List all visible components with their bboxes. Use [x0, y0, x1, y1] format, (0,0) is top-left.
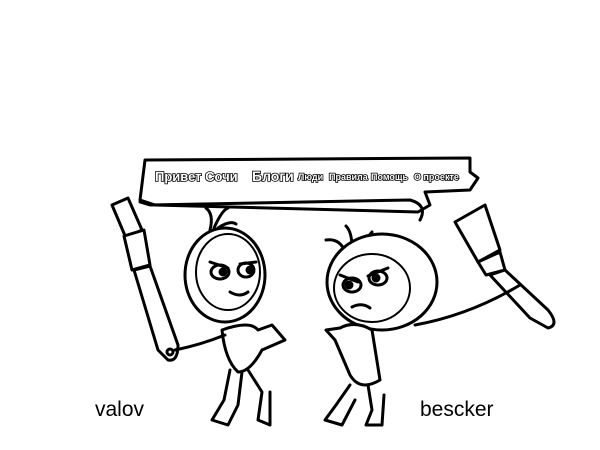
nav-rules[interactable]: Правила: [328, 171, 369, 183]
left-character-name: valov: [95, 398, 145, 421]
left-character: [173, 206, 287, 427]
right-character-name: bescker: [420, 398, 494, 421]
banner-shape: [138, 156, 480, 214]
nav-help[interactable]: Помощь: [370, 171, 409, 183]
nav-about[interactable]: О проекте: [413, 171, 459, 183]
site-name: Привет Сочи: [155, 169, 238, 184]
nav-blogs[interactable]: Блоги: [251, 167, 294, 185]
nav-people[interactable]: Люди: [297, 171, 324, 183]
left-paintbrush: [110, 196, 180, 362]
right-paintbrush: [453, 203, 556, 330]
right-character: [323, 224, 522, 427]
